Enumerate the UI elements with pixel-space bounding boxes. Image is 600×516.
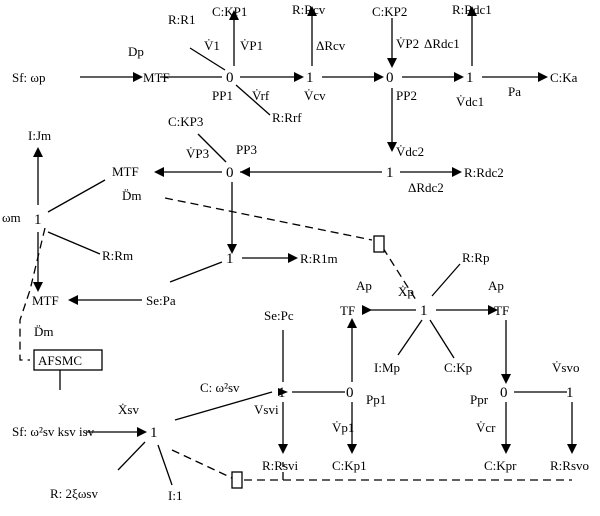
- junction-1-dc1: 1: [466, 70, 474, 86]
- source-effort-pc: Se:Pc: [264, 308, 294, 323]
- pp1-label: Pp1: [366, 392, 386, 407]
- capacitor-ka: C:Ka: [550, 70, 578, 85]
- flow-pp3: PP3: [236, 142, 257, 157]
- dm-ddot-top: D̈m: [122, 188, 142, 203]
- resistor-rsvi: R:Rsvi: [262, 458, 299, 473]
- junction-0-pp1: 0: [226, 70, 234, 86]
- capacitor-kp1b: C:Kp1: [332, 458, 367, 473]
- junction-1-svi: 1: [278, 385, 286, 401]
- sensor-box-bottom: [231, 471, 243, 489]
- junction-1-wm: 1: [34, 212, 42, 228]
- flow-vp2: V̇P2: [396, 36, 419, 51]
- inertia-mp: I:Mp: [374, 360, 400, 375]
- mtf-p3: MTF: [112, 164, 139, 179]
- resistor-rcv: R:Rcv: [292, 2, 326, 17]
- flow-v1: V̇1: [204, 38, 220, 53]
- arrowheads: [33, 6, 577, 454]
- vsvi-label: Vsvi: [254, 402, 279, 417]
- ppr-label: Ppr: [470, 392, 489, 407]
- junction-0-pp2: 0: [386, 70, 394, 86]
- signal-lines: [19, 197, 572, 481]
- flow-vp1: V̇P1: [240, 38, 263, 53]
- source-flow-wp: Sf: ωp: [12, 70, 45, 85]
- junction-0-pp1b: 0: [346, 385, 354, 401]
- transformer-left: TF: [340, 303, 355, 318]
- capacitor-kp: C:Kp: [444, 360, 472, 375]
- flow-pa: Pa: [508, 84, 521, 99]
- resistor-rsvo: R:Rsvo: [550, 458, 589, 473]
- vcr-label: V̇cr: [476, 420, 496, 435]
- flow-drdc2: ΔRdc2: [408, 180, 444, 195]
- flow-pp2: PP2: [396, 88, 417, 103]
- flow-vrf: V̇rf: [252, 88, 270, 103]
- inertia-1: I:1: [168, 488, 182, 503]
- capacitor-kp1: C:KP1: [212, 4, 247, 19]
- capacitor-kp3: C:KP3: [168, 114, 203, 129]
- junction-1-dc2: 1: [386, 165, 394, 181]
- flow-drdc1: ΔRdc1: [424, 36, 460, 51]
- flow-labels: V̇1 V̇P1 ΔRcv V̇P2 ΔRdc1 PP1 V̇rf V̇cv P…: [186, 36, 521, 195]
- dm-ddot-bottom: D̈m: [34, 324, 54, 339]
- junction-0-pp3: 0: [226, 165, 234, 181]
- ap-right-label: Ap: [488, 278, 504, 293]
- resistor-2xw: R: 2ξωsv: [50, 486, 98, 501]
- resistor-rm: R:Rm: [102, 248, 133, 263]
- capacitor-wsv: C: ω²sv: [200, 380, 240, 395]
- resistor-rrf: R:Rrf: [272, 110, 302, 125]
- bonds: [37, 14, 573, 486]
- xp-label: Ẋp: [398, 284, 414, 299]
- afsmc-box: [33, 349, 103, 371]
- junction-1-sv: 1: [150, 425, 158, 441]
- resistor-r1m: R:R1m: [300, 251, 338, 266]
- mtf-dp: MTF: [143, 70, 170, 85]
- resistor-rdc2: R:Rdc2: [464, 165, 504, 180]
- capacitor-kp2: C:KP2: [372, 4, 407, 19]
- ap-left-label: Ap: [356, 278, 372, 293]
- afsmc-label: AFSMC: [38, 353, 82, 368]
- flow-vdc2: V̇dc2: [396, 144, 424, 159]
- inertia-jm: I:Jm: [28, 128, 51, 143]
- junction-1-r1m: 1: [226, 251, 234, 267]
- mtf-bottom: MTF: [32, 293, 59, 308]
- dp-label: Dp: [128, 44, 144, 59]
- flow-pp1: PP1: [212, 88, 233, 103]
- resistor-rp: R:Rp: [462, 250, 489, 265]
- capacitor-kpr: C:Kpr: [484, 458, 517, 473]
- vp1-label: V̇p1: [332, 420, 354, 435]
- wm-label: ωm: [2, 210, 21, 225]
- sensor-box-top: [373, 235, 385, 253]
- flow-drcv: ΔRcv: [316, 38, 346, 53]
- junction-1-xp: 1: [420, 303, 428, 319]
- flow-vcv: V̇cv: [304, 88, 326, 103]
- transformer-right: TF: [494, 303, 509, 318]
- flow-vdc1: V̇dc1: [456, 94, 484, 109]
- source-effort-pa: Se:Pa: [146, 293, 176, 308]
- flow-vp3: V̇P3: [186, 146, 209, 161]
- resistor-r1: R:R1: [168, 12, 195, 27]
- junction-1-cv: 1: [306, 70, 314, 86]
- vsvo-label: V̇svo: [552, 360, 579, 375]
- xsv-label: Ẋsv: [118, 402, 139, 417]
- node-labels: Sf: ωp MTF Dp 0 1 0 1 C:Ka R:R1 C:KP1 R:…: [2, 2, 589, 503]
- source-flow-sv: Sf: ω²sv ksv isv: [12, 424, 95, 439]
- junction-0-ppr: 0: [500, 385, 508, 401]
- resistor-rdc1: R:Rdc1: [452, 2, 492, 17]
- junction-1-svo: 1: [566, 385, 574, 401]
